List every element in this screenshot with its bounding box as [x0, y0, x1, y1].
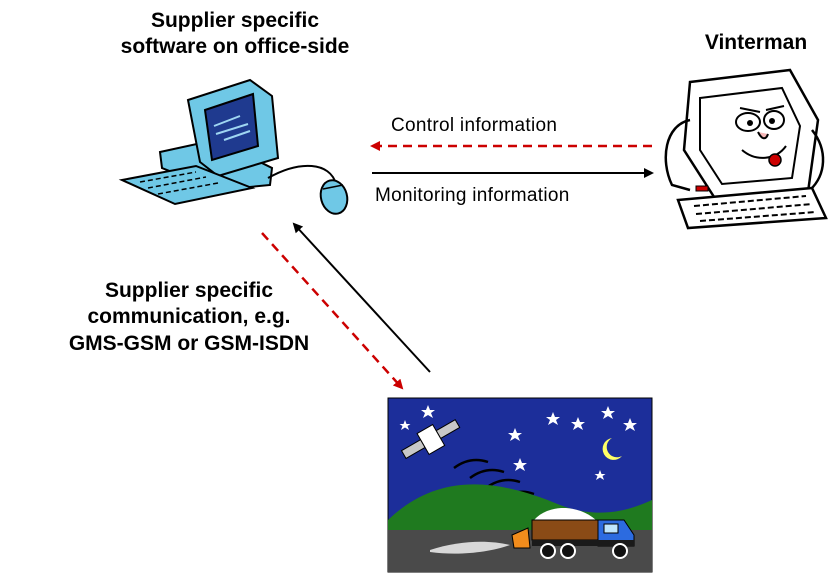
office-title-line2: software on office-side: [120, 35, 350, 59]
communication-line2: communication, e.g.: [87, 305, 291, 329]
communication-label: Supplier specific communication, e.g. GM…: [0, 278, 378, 357]
control-information-label: Control information: [391, 115, 558, 136]
communication-line3: GMS-GSM or GSM-ISDN: [68, 331, 310, 355]
monitoring-information-label: Monitoring information: [375, 185, 570, 206]
satellite-snowplow-truck-scene: [387, 397, 653, 573]
office-side-title: Supplier specific software on office-sid…: [40, 8, 430, 61]
desktop-computer-icon: [118, 78, 349, 215]
office-title-line1: Supplier specific: [150, 9, 320, 32]
uplink-communication-arrow: [292, 222, 431, 373]
communication-line1: Supplier specific: [104, 279, 274, 302]
vinterman-title: Vinterman: [704, 31, 808, 54]
cartoon-computer-character-icon: [664, 68, 828, 230]
downlink-communication-arrow: [261, 232, 404, 390]
